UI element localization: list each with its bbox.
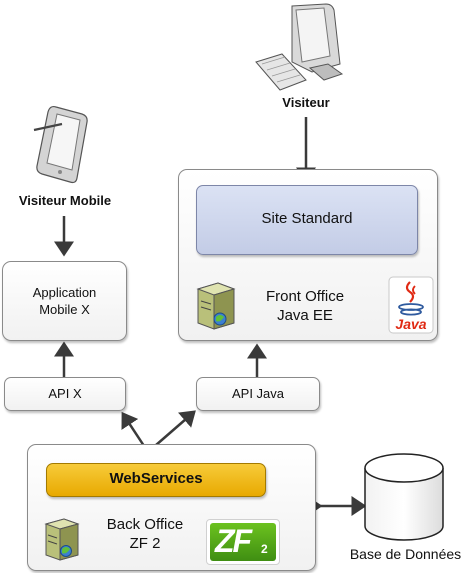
site-standard-box (196, 185, 418, 255)
front-office-label: Front Office Java EE (240, 287, 370, 325)
database-cylinder-icon (364, 453, 444, 541)
database-label: Base de Données (349, 546, 462, 562)
application-mobile-line2: Mobile X (39, 302, 90, 317)
visiteur-label: Visiteur (282, 95, 330, 110)
application-mobile-label: Application Mobile X (2, 284, 127, 318)
front-office-line1: Front Office (265, 288, 345, 305)
application-mobile-line1: Application (32, 285, 97, 300)
visiteur-mobile-label: Visiteur Mobile (18, 193, 112, 208)
application-mobile-box (2, 261, 127, 341)
api-java-label: API Java (231, 386, 285, 401)
computer-icon (255, 3, 344, 91)
server-icon (196, 282, 236, 330)
api-x-label: API X (48, 386, 82, 401)
server-icon (44, 518, 80, 561)
java-logo-text: Java (395, 316, 427, 332)
back-office-label: Back Office ZF 2 (90, 515, 200, 553)
webservices-box (46, 463, 266, 497)
java-logo-icon (388, 276, 434, 334)
api-x-box (4, 377, 126, 411)
back-office-line2: ZF 2 (129, 535, 161, 552)
back-office-line1: Back Office (106, 516, 184, 533)
front-office-line2: Java EE (277, 307, 333, 324)
zf-logo-icon: ZF 2 (206, 519, 280, 565)
zf-logo-text: ZF (215, 523, 252, 559)
tablet-icon (33, 105, 88, 184)
api-java-box (196, 377, 320, 411)
site-standard-label: Site Standard (261, 210, 353, 227)
zf-logo-badge (210, 523, 276, 561)
zf-logo-sub: 2 (261, 542, 268, 556)
webservices-label: WebServices (109, 470, 203, 487)
